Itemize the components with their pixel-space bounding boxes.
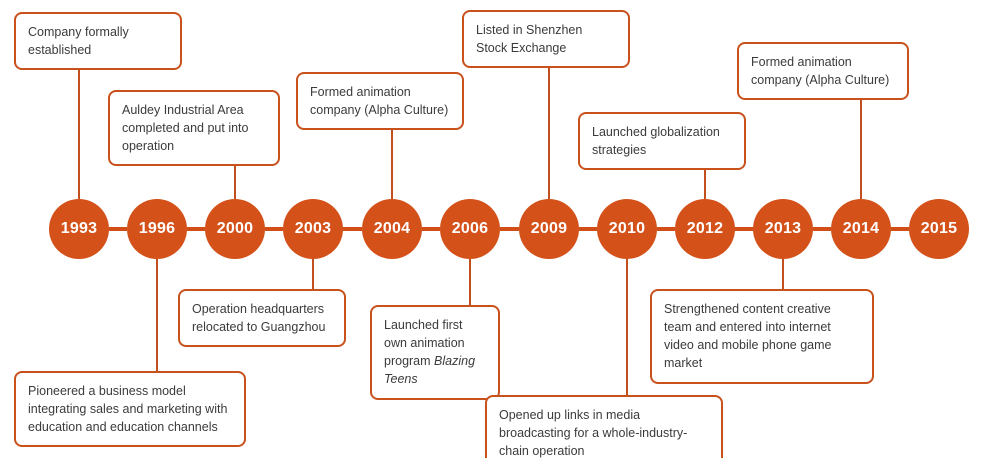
event-box-e2000[interactable]: Auldey Industrial Area completed and put… (108, 90, 280, 167)
year-node-1996[interactable]: 1996 (127, 199, 187, 259)
spine-segment (422, 227, 440, 231)
year-node-2006[interactable]: 2006 (440, 199, 500, 259)
spine-segment (657, 227, 675, 231)
year-node-2013[interactable]: 2013 (753, 199, 813, 259)
connector-e2009 (548, 60, 550, 199)
event-box-e2012[interactable]: Launched globalization strategies (578, 112, 746, 171)
event-text: Auldey Industrial Area completed and put… (122, 103, 249, 154)
event-box-e2003[interactable]: Operation headquarters relocated to Guan… (178, 289, 346, 348)
event-text: Launched first own animation program (384, 318, 465, 369)
event-text: Formed animation company (Alpha Culture) (310, 85, 449, 118)
connector-e2000 (234, 164, 236, 199)
spine-segment (500, 227, 519, 231)
connector-e1993 (78, 60, 80, 199)
year-node-2012[interactable]: 2012 (675, 199, 735, 259)
spine-segment (891, 227, 909, 231)
year-node-2014[interactable]: 2014 (831, 199, 891, 259)
event-box-e2014[interactable]: Formed animation company (Alpha Culture) (737, 42, 909, 101)
connector-e2013 (782, 259, 784, 289)
year-node-2000[interactable]: 2000 (205, 199, 265, 259)
event-text: Formed animation company (Alpha Culture) (751, 55, 890, 88)
event-box-e2013[interactable]: Strengthened content creative team and e… (650, 289, 874, 384)
event-text: Listed in Shenzhen Stock Exchange (476, 23, 583, 56)
spine-segment (109, 227, 127, 231)
spine-segment (187, 227, 205, 231)
spine-segment (579, 227, 597, 231)
connector-e2003 (312, 259, 314, 289)
event-box-e2004[interactable]: Formed animation company (Alpha Culture) (296, 72, 464, 131)
event-box-e2006[interactable]: Launched first own animation program Bla… (370, 305, 500, 400)
connector-e2014 (860, 92, 862, 199)
connector-e2006 (469, 259, 471, 305)
connector-e2010 (626, 259, 628, 395)
year-node-2015[interactable]: 2015 (909, 199, 969, 259)
event-box-e2010[interactable]: Opened up links in media broadcasting fo… (485, 395, 723, 458)
connector-e2012 (704, 162, 706, 199)
year-node-2004[interactable]: 2004 (362, 199, 422, 259)
connector-e2004 (391, 122, 393, 199)
event-box-e1993[interactable]: Company formally established (14, 12, 182, 71)
event-text: Operation headquarters relocated to Guan… (192, 302, 326, 335)
connector-e1996 (156, 259, 158, 371)
year-node-2003[interactable]: 2003 (283, 199, 343, 259)
event-text: Launched globalization strategies (592, 125, 720, 158)
year-node-2010[interactable]: 2010 (597, 199, 657, 259)
spine-segment (735, 227, 753, 231)
year-node-2009[interactable]: 2009 (519, 199, 579, 259)
event-text: Opened up links in media broadcasting fo… (499, 408, 688, 458)
event-text: Company formally established (28, 25, 129, 58)
event-box-e1996[interactable]: Pioneered a business model integrating s… (14, 371, 246, 448)
spine-segment (813, 227, 831, 231)
spine-segment (343, 227, 362, 231)
spine-segment (265, 227, 283, 231)
event-text: Strengthened content creative team and e… (664, 302, 832, 371)
year-node-1993[interactable]: 1993 (49, 199, 109, 259)
event-text: Pioneered a business model integrating s… (28, 384, 228, 435)
event-box-e2009[interactable]: Listed in Shenzhen Stock Exchange (462, 10, 630, 69)
event-text-italic: Blazing Teens (384, 354, 476, 387)
